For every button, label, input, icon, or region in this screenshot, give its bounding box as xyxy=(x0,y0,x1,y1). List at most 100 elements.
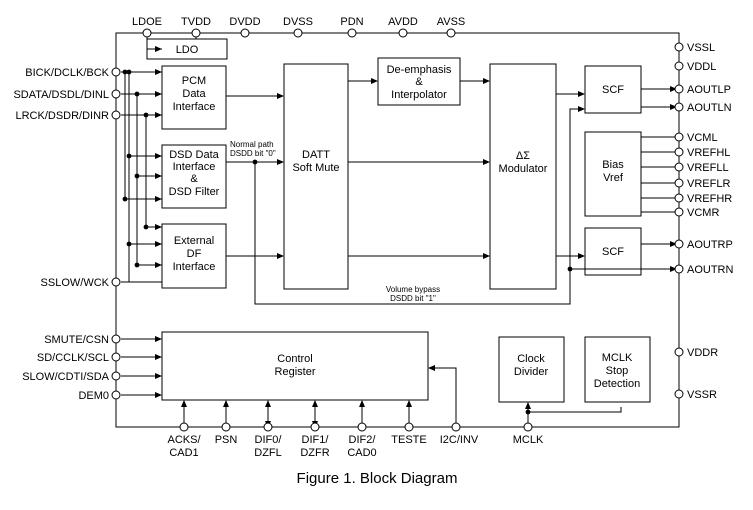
pcm-label-3: Interface xyxy=(173,101,216,113)
deemph-label-2: & xyxy=(415,76,423,88)
pin-label-sdata: SDATA/DSDL/DINL xyxy=(13,89,109,101)
pin-dvdd xyxy=(240,28,250,38)
pin-label-vrefhl: VREFHL xyxy=(687,147,730,159)
pin-label-dif2-1: DIF2/ xyxy=(349,434,377,446)
pin-smute xyxy=(111,334,121,344)
pin-i2c xyxy=(451,422,461,432)
pin-dif1 xyxy=(310,422,320,432)
pin-label-dem0: DEM0 xyxy=(78,390,109,402)
pin-label-aoutrn: AOUTRN xyxy=(687,264,734,276)
pin-label-aoutlp: AOUTLP xyxy=(687,84,731,96)
control-label-1: Control xyxy=(277,353,312,365)
pin-vcmr xyxy=(674,207,684,217)
figure-caption: Figure 1. Block Diagram xyxy=(297,470,458,487)
pin-label-dvss: DVSS xyxy=(283,16,313,28)
pin-label-pdn: PDN xyxy=(340,16,363,28)
pin-sd xyxy=(111,352,121,362)
pin-label-dif1-2: DZFR xyxy=(300,447,329,459)
pin-label-lrck: LRCK/DSDR/DINR xyxy=(15,110,109,122)
control-label-2: Register xyxy=(275,366,316,378)
pin-teste xyxy=(404,422,414,432)
datt-soft-mute-block xyxy=(283,63,349,290)
pin-avss xyxy=(446,28,456,38)
volume-bypass-note-2: DSDD bit "1" xyxy=(390,294,436,303)
dsd-label-1: DSD Data xyxy=(169,149,219,161)
pin-label-acks-2: CAD1 xyxy=(169,447,198,459)
bias-label-2: Vref xyxy=(603,172,624,184)
mclkstop-label-2: Stop xyxy=(606,365,629,377)
pin-label-aoutrp: AOUTRP xyxy=(687,239,733,251)
dsd-label-3: & xyxy=(190,173,198,185)
pin-lrck xyxy=(111,110,121,120)
extdf-label-2: DF xyxy=(187,248,202,260)
pin-label-vcml: VCML xyxy=(687,132,718,144)
pcm-interface-block xyxy=(161,65,227,130)
pin-mclk xyxy=(523,422,533,432)
normal-path-note-1: Normal path xyxy=(230,140,274,149)
pcm-label-1: PCM xyxy=(182,75,206,87)
pin-tvdd xyxy=(191,28,201,38)
pin-label-vrefll: VREFLL xyxy=(687,162,729,174)
deemph-label-1: De-emphasis xyxy=(387,64,452,76)
mclk-stop-detection-block xyxy=(584,336,651,403)
pin-sdata xyxy=(111,89,121,99)
pin-label-dif0-2: DZFL xyxy=(254,447,282,459)
datt-label-2: Soft Mute xyxy=(292,162,339,174)
scf-right-block xyxy=(584,227,642,276)
pin-label-mclk: MCLK xyxy=(513,434,544,446)
normal-path-note-2: DSDD bit "0" xyxy=(230,149,276,158)
modulator-label-2: Modulator xyxy=(499,163,548,175)
pin-sslow xyxy=(111,277,121,287)
pin-label-sslow: SSLOW/WCK xyxy=(41,277,110,289)
pin-label-dif2-2: CAD0 xyxy=(347,447,376,459)
scf-left-label: SCF xyxy=(602,84,624,96)
modulator-label-1: ΔΣ xyxy=(516,150,530,162)
pin-label-acks-1: ACKS/ xyxy=(167,434,201,446)
clkdiv-label-1: Clock xyxy=(517,353,545,365)
mclkstop-label-3: Detection xyxy=(594,378,640,390)
pin-aoutln xyxy=(674,102,684,112)
clock-divider-block xyxy=(498,336,565,403)
pin-label-smute: SMUTE/CSN xyxy=(44,334,109,346)
pin-label-slow: SLOW/CDTI/SDA xyxy=(22,371,109,383)
pin-label-dif0-1: DIF0/ xyxy=(255,434,283,446)
pin-label-ldoe: LDOE xyxy=(132,16,162,28)
extdf-label-3: Interface xyxy=(173,261,216,273)
chip-outline xyxy=(115,32,680,428)
pin-vcml xyxy=(674,132,684,142)
bias-label-1: Bias xyxy=(602,159,624,171)
pin-dem0 xyxy=(111,390,121,400)
bias-vref-block xyxy=(584,131,642,217)
pin-vreflr xyxy=(674,178,684,188)
pin-label-dvdd: DVDD xyxy=(229,16,260,28)
pin-aoutrp xyxy=(674,239,684,249)
pin-avdd xyxy=(398,28,408,38)
mclkstop-label-1: MCLK xyxy=(602,352,633,364)
pin-aoutlp xyxy=(674,84,684,94)
pin-acks xyxy=(179,422,189,432)
pin-vrefhl xyxy=(674,147,684,157)
clkdiv-label-2: Divider xyxy=(514,366,549,378)
pin-label-vssr: VSSR xyxy=(687,389,717,401)
pin-label-vreflr: VREFLR xyxy=(687,178,730,190)
pcm-label-2: Data xyxy=(182,88,206,100)
pin-label-vddr: VDDR xyxy=(687,347,718,359)
pin-label-avss: AVSS xyxy=(437,16,466,28)
datt-label-1: DATT xyxy=(302,149,330,161)
pin-vrefhr xyxy=(674,193,684,203)
extdf-label-1: External xyxy=(174,235,214,247)
pin-pdn xyxy=(347,28,357,38)
pin-dif2 xyxy=(357,422,367,432)
pin-label-psn: PSN xyxy=(215,434,238,446)
dsd-label-2: Interface xyxy=(173,161,216,173)
dsd-label-4: DSD Filter xyxy=(169,186,220,198)
pin-slow xyxy=(111,371,121,381)
pin-label-tvdd: TVDD xyxy=(181,16,211,28)
delta-sigma-modulator-block xyxy=(489,63,557,290)
pin-dvss xyxy=(293,28,303,38)
pin-vrefll xyxy=(674,162,684,172)
pin-vddl xyxy=(674,61,684,71)
scf-right-label: SCF xyxy=(602,246,624,258)
pin-label-vddl: VDDL xyxy=(687,61,716,73)
